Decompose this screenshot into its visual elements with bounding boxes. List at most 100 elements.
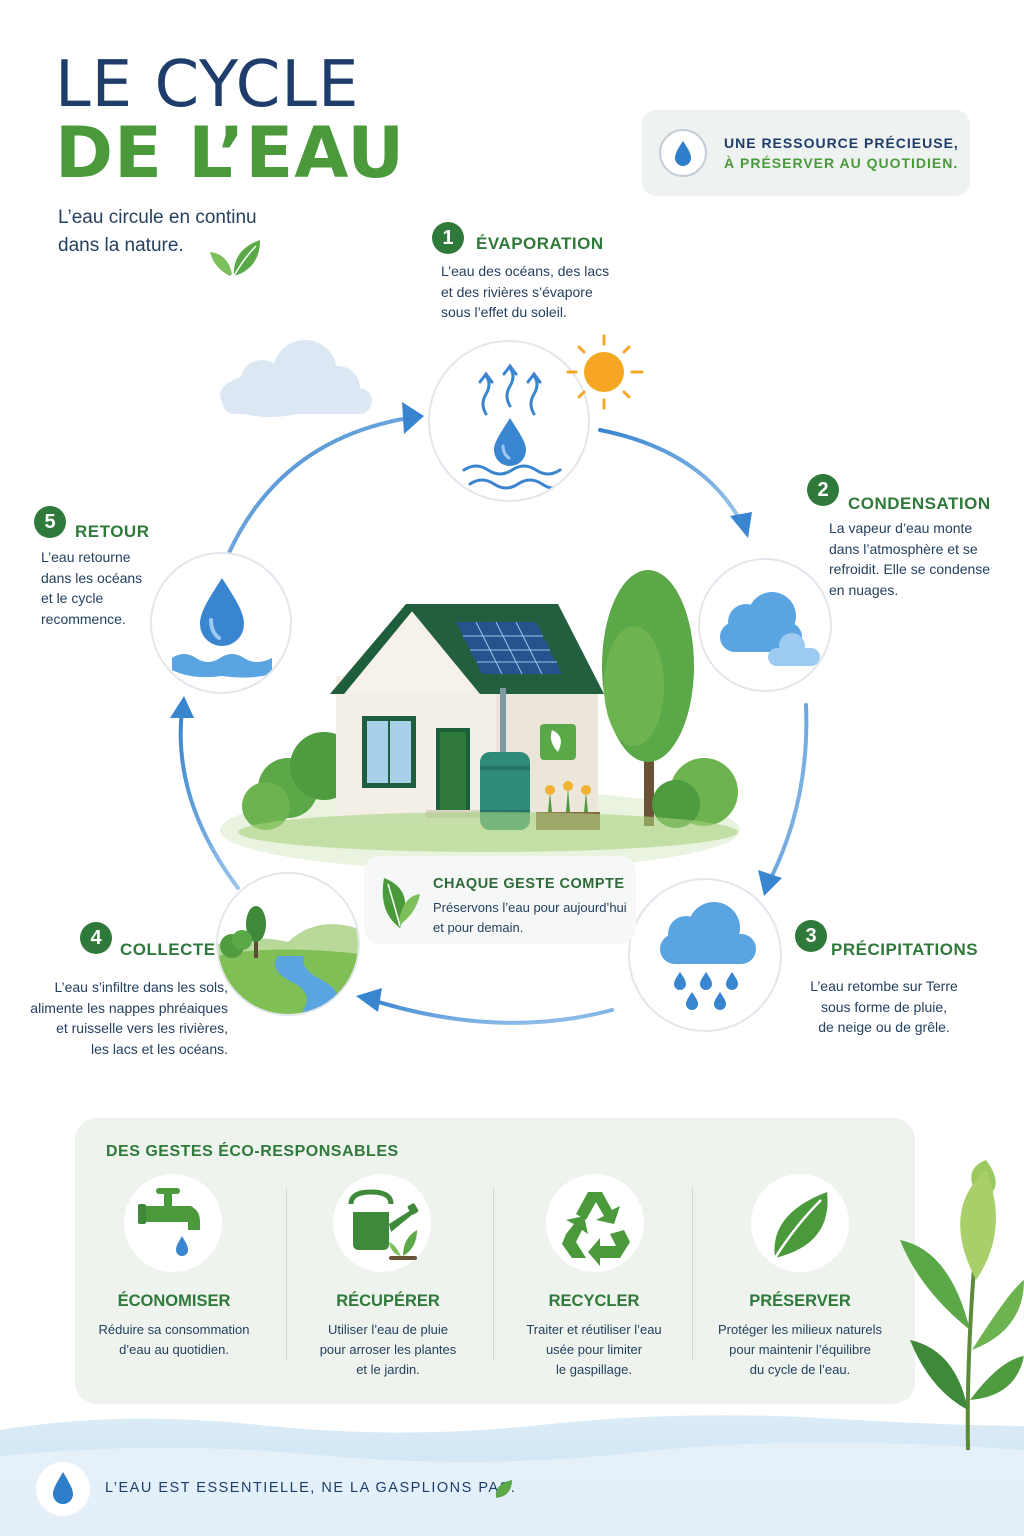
desc-line: refroidit. Elle se condense [829, 561, 991, 577]
eco-icon-circle [333, 1174, 431, 1272]
desc-line: Utiliser l’eau de pluie [328, 1322, 448, 1337]
footer-text: L’EAU EST ESSENTIELLE, NE LA GASPLIONS P… [105, 1480, 517, 1496]
subtitle-line: L’eau circule en continu [58, 207, 257, 228]
step-circle-precipitations [628, 878, 782, 1032]
eco-icon-circle [546, 1174, 644, 1272]
step-circle-retour [150, 552, 292, 694]
eco-title-economiser: ÉCONOMISER [117, 1292, 231, 1310]
faucet-icon [138, 1188, 200, 1256]
desc-line: de neige ou de grêle. [818, 1019, 950, 1035]
step-title-condensation: CONDENSATION [848, 494, 991, 513]
desc-line: usée pour limiter [545, 1342, 643, 1357]
desc-line: et ruisselle vers les rivières, [56, 1020, 228, 1036]
eco-desc-preserver: Protéger les milieux naturels pour maint… [700, 1320, 900, 1380]
arrowheads [170, 402, 782, 1012]
desc-line: L’eau retombe sur Terre [810, 978, 958, 994]
desc-line: du cycle de l’eau. [749, 1362, 851, 1377]
desc-line: pour arroser les plantes [319, 1342, 457, 1357]
desc-line: et des rivières s’évapore [441, 283, 593, 300]
divider [692, 1188, 693, 1360]
step-desc-precipitations: L’eau retombe sur Terre sous forme de pl… [784, 976, 984, 1038]
badge-text-line2: À PRÉSERVER AU QUOTIDIEN. [724, 155, 959, 171]
desc-line: sous forme de pluie, [820, 998, 948, 1015]
desc-line: Traiter et réutiliser l’eau [526, 1322, 662, 1337]
water-drop-icon [53, 1472, 73, 1504]
desc-line: alimente les nappes phréaiques [30, 999, 228, 1016]
desc-line: dans l’atmosphère et se [829, 540, 978, 557]
step-number-5: 5 [34, 506, 66, 538]
center-message-desc: Préservons l’eau pour aujourd’hui et pou… [433, 898, 633, 938]
desc-line: Protéger les milieux naturels [717, 1322, 883, 1337]
step-circle-evaporation [428, 340, 590, 502]
eco-icon-circle [124, 1174, 222, 1272]
eco-title-recycler: RECYCLER [548, 1292, 640, 1310]
desc-line: dans les océans [41, 569, 143, 586]
desc-line: recommence. [41, 610, 126, 627]
desc-line: sous l’effet du soleil. [441, 304, 567, 320]
eco-desc-recycler: Traiter et réutiliser l’eau usée pour li… [494, 1320, 694, 1380]
step-title-collecte: COLLECTE [120, 940, 216, 959]
desc-line: et pour demain. [433, 920, 524, 935]
footer-icon-circle [36, 1462, 90, 1516]
subtitle-line: dans la nature. [58, 235, 184, 256]
sun-icon [566, 334, 644, 410]
step-circle-condensation [698, 558, 832, 692]
center-message-title: CHAQUE GESTE COMPTE [433, 876, 625, 892]
divider [286, 1188, 287, 1360]
badge-icon-circle [659, 129, 707, 177]
water-drop-waves-icon [172, 578, 272, 678]
desc-line: les lacs et les océans. [91, 1040, 228, 1057]
step-number-3: 3 [795, 920, 827, 952]
desc-line: L’eau retourne [41, 549, 131, 565]
step-desc-collecte: L’eau s’infiltre dans les sols, alimente… [20, 977, 228, 1059]
step-number-4: 4 [80, 922, 112, 954]
eco-icon-circle [751, 1174, 849, 1272]
divider [493, 1188, 494, 1360]
step-desc-evaporation: L’eau des océans, des lacs et des rivièr… [441, 261, 661, 323]
desc-line: pour maintenir l’équilibre [729, 1342, 871, 1357]
step-number-2: 2 [807, 474, 839, 506]
evaporation-icon [462, 363, 562, 490]
decorative-cloud-icon [220, 340, 372, 417]
cycle-arrows [178, 416, 809, 1025]
leaf-icon [382, 878, 420, 928]
recycle-icon [562, 1192, 630, 1266]
desc-line: d’eau au quotidien. [119, 1342, 229, 1357]
desc-line: et le jardin. [356, 1362, 420, 1377]
step-desc-condensation: La vapeur d’eau monte dans l’atmosphère … [829, 518, 1009, 600]
river-landscape-icon [218, 874, 358, 1014]
desc-line: La vapeur d’eau monte [829, 520, 973, 536]
decorative-plant-icon [900, 1160, 1024, 1450]
leaf-icon [210, 240, 260, 277]
leaf-icon [773, 1192, 828, 1259]
desc-line: L’eau s’infiltre dans les sols, [54, 979, 228, 995]
desc-line: le gaspillage. [556, 1362, 632, 1377]
step-circle-collecte [216, 872, 360, 1016]
step-title-evaporation: ÉVAPORATION [476, 234, 604, 253]
leaf-icon [495, 1480, 512, 1498]
step-title-precipitations: PRÉCIPITATIONS [831, 940, 979, 959]
page-subtitle: L’eau circule en continu dans la nature. [58, 204, 318, 260]
eco-heading: DES GESTES ÉCO-RESPONSABLES [106, 1143, 399, 1160]
step-number-1: 1 [432, 222, 464, 254]
cloud-icon [720, 592, 820, 666]
page-title-line2: DE L’EAU [55, 112, 406, 194]
eco-title-preserver: PRÉSERVER [749, 1292, 851, 1310]
step-desc-retour: L’eau retourne dans les océans et le cyc… [41, 547, 181, 629]
eco-title-recuperer: RÉCUPÉRER [336, 1292, 440, 1310]
eco-desc-recuperer: Utiliser l’eau de pluie pour arroser les… [288, 1320, 488, 1380]
desc-line: L’eau des océans, des lacs [441, 263, 610, 279]
watering-can-icon [348, 1189, 419, 1260]
water-drop-icon [675, 141, 691, 166]
desc-line: Préservons l’eau pour aujourd’hui [433, 900, 627, 915]
eco-desc-economiser: Réduire sa consommation d’eau au quotidi… [74, 1320, 274, 1360]
step-title-retour: RETOUR [75, 522, 150, 541]
desc-line: et le cycle [41, 590, 104, 606]
badge-text-line1: UNE RESSOURCE PRÉCIEUSE, [724, 135, 959, 151]
eco-house-illustration [238, 570, 738, 852]
page-title-line1: LE CYCLE [55, 48, 360, 122]
rain-cloud-icon [660, 902, 756, 1010]
desc-line: en nuages. [829, 581, 899, 598]
desc-line: Réduire sa consommation [98, 1322, 250, 1337]
